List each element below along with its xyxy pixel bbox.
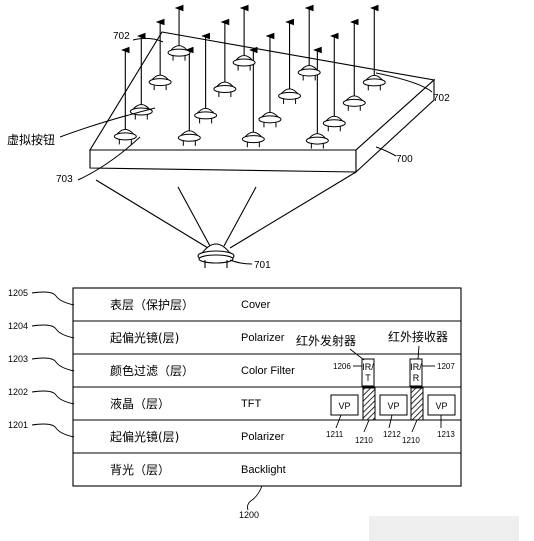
layer-cover-en: Cover (241, 299, 271, 311)
ir-emitter: IR/ T (361, 358, 375, 387)
ir-leaders (349, 345, 435, 367)
ref-1210-left: 1210 (355, 436, 373, 445)
virtual-button-label: 虚拟按钮 (7, 132, 55, 147)
vp-box-1212: VP (379, 394, 408, 416)
layer-tft-en: TFT (241, 398, 261, 410)
virtual-button-icon (342, 95, 366, 111)
virtual-button-icon (241, 131, 265, 148)
ref-703: 703 (56, 174, 73, 185)
ref-1212: 1212 (383, 430, 401, 439)
ref-1206: 1206 (333, 362, 351, 371)
layer-polarizer-top-en: Polarizer (241, 332, 285, 344)
ir-receiver: IR/ R (409, 358, 423, 387)
hatched-spacer-left (362, 387, 376, 421)
layer-leaders (31, 291, 263, 511)
virtual-button-icon (297, 64, 321, 81)
ref-1211: 1211 (326, 430, 344, 439)
layer-color-filter-en: Color Filter (241, 365, 295, 377)
ref-1204: 1204 (8, 321, 28, 331)
bottom-ref-leaders (335, 414, 442, 433)
redacted-area (369, 516, 519, 541)
virtual-button-icon (232, 55, 256, 71)
layer-cover-zh: 表层（保护层） (110, 298, 194, 312)
layer-backlight-en: Backlight (241, 464, 286, 476)
ir-receiver-text-top: IR/ (410, 362, 422, 372)
layer-tft-zh: 液晶（层） (110, 396, 170, 411)
ir-receiver-label: 红外接收器 (388, 329, 448, 344)
virtual-button-icon (322, 115, 346, 132)
vp-box-1211: VP (330, 394, 359, 416)
ref-1205: 1205 (8, 288, 28, 298)
ref-1200: 1200 (239, 510, 259, 520)
virtual-button-icon (177, 130, 201, 146)
vp-text-1211: VP (338, 401, 350, 411)
ref-1203: 1203 (8, 354, 28, 364)
vp-text-1213: VP (435, 401, 447, 411)
layer-color-filter-zh: 颜色过滤（层） (110, 363, 194, 378)
virtual-button-icon (213, 81, 237, 97)
layer-polarizer-bottom-en: Polarizer (241, 431, 285, 443)
ir-emitter-label: 红外发射器 (296, 333, 356, 348)
panel-front-face (89, 149, 357, 173)
ref-1201: 1201 (8, 420, 28, 430)
virtual-button-icon (362, 74, 386, 91)
ref-701: 701 (254, 260, 271, 271)
ref-702-left: 702 (113, 31, 130, 42)
ref-1202: 1202 (8, 387, 28, 397)
ref-1213: 1213 (437, 430, 455, 439)
display-panel-figure (89, 31, 436, 249)
light-arrows (120, 4, 379, 135)
layer-stack (72, 287, 462, 487)
virtual-button-icon (113, 128, 137, 145)
top-leaders (59, 37, 433, 265)
virtual-button-icon (258, 111, 282, 128)
layer-polarizer-bottom-zh: 起偏光镜(层) (110, 429, 179, 444)
ref-1210-right: 1210 (402, 436, 420, 445)
virtual-buttons (113, 45, 386, 149)
virtual-button-icon (305, 133, 329, 149)
virtual-button-icon (167, 45, 191, 61)
light-source-icon (197, 243, 235, 268)
ir-receiver-text-bottom: R (413, 373, 420, 383)
virtual-button-icon (278, 88, 302, 104)
panel-side-face (355, 78, 435, 174)
virtual-button-icon (194, 107, 218, 124)
ir-emitter-text-bottom: T (365, 373, 371, 383)
layer-polarizer-top-zh: 起偏光镜(层) (110, 330, 179, 345)
hatched-spacer-right (410, 387, 424, 421)
ref-702-right: 702 (433, 93, 450, 104)
vp-box-1213: VP (427, 394, 456, 416)
ir-emitter-text-top: IR/ (362, 362, 374, 372)
vp-text-1212: VP (387, 401, 399, 411)
virtual-button-icon (148, 74, 172, 91)
layer-backlight-zh: 背光（层） (110, 463, 170, 477)
ref-700: 700 (396, 154, 413, 165)
ref-1207: 1207 (437, 362, 455, 371)
